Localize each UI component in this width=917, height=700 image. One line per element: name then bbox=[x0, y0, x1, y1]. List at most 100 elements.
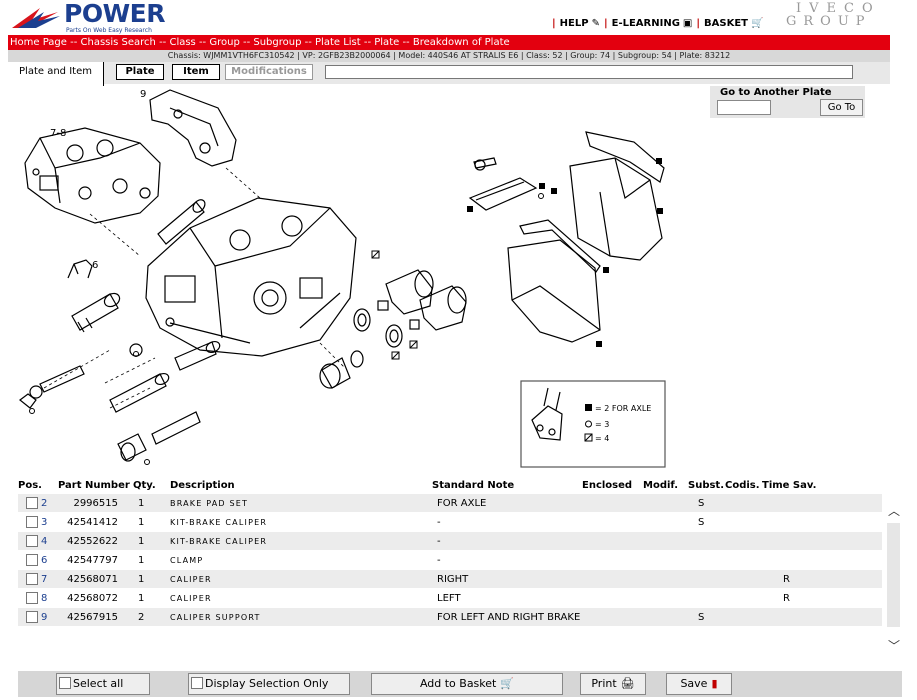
e-learning-icon[interactable]: ▣ bbox=[682, 17, 693, 29]
col-enclosed: Enclosed bbox=[582, 480, 633, 491]
row-qty: 1 bbox=[138, 536, 145, 547]
table-row[interactable]: 8 42568072 1 CALIPER LEFT R bbox=[18, 589, 882, 608]
row-pos-link[interactable]: 9 bbox=[41, 612, 48, 623]
col-pos: Pos. bbox=[18, 480, 42, 491]
row-part-number: 42568071 bbox=[67, 574, 118, 585]
goto-plate-input[interactable] bbox=[717, 100, 771, 115]
save-label: Save bbox=[680, 677, 708, 690]
row-pos-link[interactable]: 2 bbox=[41, 498, 48, 509]
basket-link[interactable]: BASKET bbox=[704, 17, 748, 29]
quantity-legend bbox=[520, 380, 666, 468]
row-pos-link[interactable]: 6 bbox=[41, 555, 48, 566]
row-description: KIT-BRAKE CALIPER bbox=[170, 518, 268, 527]
row-part-number: 42547797 bbox=[67, 555, 118, 566]
row-description: CLAMP bbox=[170, 556, 204, 565]
seal-ring-part[interactable] bbox=[129, 343, 143, 357]
callout-6: 6 bbox=[92, 260, 98, 271]
display-selection-checkbox[interactable] bbox=[191, 677, 203, 689]
row-qty: 1 bbox=[138, 498, 145, 509]
logo-swoosh-icon bbox=[12, 8, 60, 28]
scroll-up-chevron-icon[interactable]: ︿ bbox=[887, 504, 900, 518]
row-checkbox[interactable] bbox=[26, 554, 38, 566]
help-link[interactable]: HELP bbox=[559, 17, 589, 29]
col-subst: Subst. bbox=[688, 480, 725, 491]
row-checkbox[interactable] bbox=[26, 535, 38, 547]
row-checkbox[interactable] bbox=[26, 573, 38, 585]
add-to-basket-button[interactable]: Add to Basket🛒 bbox=[371, 673, 563, 695]
brake-pad-set-part[interactable] bbox=[468, 131, 665, 343]
parts-table-body: 2 2996515 1 BRAKE PAD SET FOR AXLE S 3 4… bbox=[18, 494, 882, 627]
row-pos-link[interactable]: 4 bbox=[41, 536, 48, 547]
vehicle-info-bar: Chassis: WJMM1VTH6FC310542 | VP: 2GFB23B… bbox=[8, 50, 890, 62]
row-standard-note: - bbox=[437, 517, 441, 528]
select-all-checkbox[interactable] bbox=[59, 677, 71, 689]
link-separator: | bbox=[696, 17, 701, 29]
select-all-label: Select all bbox=[73, 677, 124, 690]
col-modif: Modif. bbox=[643, 480, 679, 491]
clamp-part[interactable] bbox=[67, 259, 93, 279]
row-qty: 1 bbox=[138, 574, 145, 585]
table-row[interactable]: 2 2996515 1 BRAKE PAD SET FOR AXLE S bbox=[18, 494, 882, 513]
caliper-left-part[interactable] bbox=[24, 127, 161, 224]
tab-plate[interactable]: Plate bbox=[116, 64, 164, 80]
logo-tagline: Parts On Web Easy Research bbox=[66, 27, 152, 34]
row-part-number: 42541412 bbox=[67, 517, 118, 528]
e-learning-link[interactable]: E-LEARNING bbox=[611, 17, 680, 29]
tab-item[interactable]: Item bbox=[172, 64, 220, 80]
row-pos-link[interactable]: 7 bbox=[41, 574, 48, 585]
row-standard-note: FOR AXLE bbox=[437, 498, 487, 509]
row-qty: 1 bbox=[138, 555, 145, 566]
table-scrollbar[interactable]: ︿ ﹀ bbox=[886, 497, 902, 657]
table-row[interactable]: 4 42552622 1 KIT-BRAKE CALIPER - bbox=[18, 532, 882, 551]
tab-plate-and-item[interactable]: Plate and Item bbox=[8, 62, 104, 86]
row-pos-link[interactable]: 3 bbox=[41, 517, 48, 528]
display-selection-button[interactable]: Display Selection Only bbox=[188, 673, 350, 695]
row-description: CALIPER bbox=[170, 594, 212, 603]
sleeve-part[interactable] bbox=[157, 197, 207, 245]
col-description: Description bbox=[170, 480, 235, 491]
row-checkbox[interactable] bbox=[26, 611, 38, 623]
table-row[interactable]: 9 42567915 2 CALIPER SUPPORT FOR LEFT AN… bbox=[18, 608, 882, 627]
table-row[interactable]: 3 42541412 1 KIT-BRAKE CALIPER - S bbox=[18, 513, 882, 532]
guide-pin-part[interactable] bbox=[19, 340, 221, 462]
print-label: Print bbox=[591, 677, 617, 690]
row-part-number: 42568072 bbox=[67, 593, 118, 604]
row-standard-note: RIGHT bbox=[437, 574, 469, 585]
scroll-track[interactable] bbox=[887, 523, 900, 627]
save-button[interactable]: Save▮ bbox=[666, 673, 732, 695]
row-standard-note: FOR LEFT AND RIGHT BRAKE bbox=[437, 612, 581, 623]
row-pos-link[interactable]: 8 bbox=[41, 593, 48, 604]
legend-solid-label: = 2 FOR AXLE bbox=[595, 404, 651, 413]
row-checkbox[interactable] bbox=[26, 497, 38, 509]
boot-seal-part[interactable] bbox=[319, 269, 467, 389]
select-all-button[interactable]: Select all bbox=[56, 673, 150, 695]
print-button[interactable]: Print🖨 bbox=[580, 673, 646, 695]
table-row[interactable]: 6 42547797 1 CLAMP - bbox=[18, 551, 882, 570]
cart-icon: 🛒 bbox=[500, 677, 515, 690]
row-checkbox[interactable] bbox=[26, 516, 38, 528]
row-time-sav: R bbox=[783, 593, 790, 604]
col-standard-note: Standard Note bbox=[432, 480, 515, 491]
table-row[interactable]: 7 42568071 1 CALIPER RIGHT R bbox=[18, 570, 882, 589]
breadcrumb[interactable]: Home Page -- Chassis Search -- Class -- … bbox=[8, 35, 890, 50]
link-separator: | bbox=[603, 17, 608, 29]
small-nut-part[interactable] bbox=[165, 317, 175, 327]
scroll-down-chevron-icon[interactable]: ﹀ bbox=[887, 639, 900, 653]
guide-sleeve-part[interactable] bbox=[71, 291, 122, 333]
caliper-support-part[interactable] bbox=[149, 89, 237, 167]
leader-lines bbox=[43, 167, 346, 409]
help-pencil-icon[interactable]: ✎ bbox=[591, 17, 600, 29]
row-part-number: 42567915 bbox=[67, 612, 118, 623]
row-standard-note: LEFT bbox=[437, 593, 461, 604]
goto-button[interactable]: Go To bbox=[820, 99, 863, 116]
basket-cart-icon[interactable]: 🛒 bbox=[750, 17, 764, 29]
goto-title: Go to Another Plate bbox=[720, 87, 832, 98]
power-logo: POWER Parts On Web Easy Research bbox=[10, 0, 165, 34]
row-checkbox[interactable] bbox=[26, 592, 38, 604]
row-time-sav: R bbox=[783, 574, 790, 585]
row-subst: S bbox=[698, 517, 705, 528]
display-selection-label: Display Selection Only bbox=[205, 677, 329, 690]
tab-modifications[interactable]: Modifications bbox=[225, 64, 313, 80]
exploded-parts-diagram[interactable]: 9 7-8 6 = 2 FOR AXLE = 3 = 4 bbox=[0, 88, 700, 478]
caliper-body-part[interactable] bbox=[145, 197, 357, 357]
